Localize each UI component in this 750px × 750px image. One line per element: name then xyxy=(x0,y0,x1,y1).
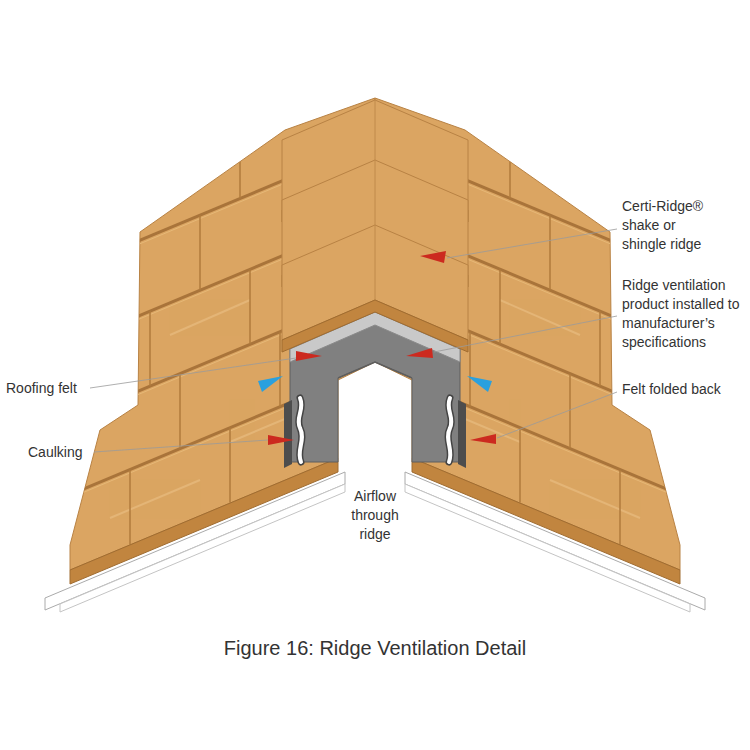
callout-label: Ridge ventilation product installed to m… xyxy=(622,276,744,352)
red-pointer xyxy=(420,251,446,263)
red-pointer xyxy=(268,435,294,445)
callout-label: Caulking xyxy=(28,443,82,462)
leader-line xyxy=(447,229,617,258)
ridge-cap-top xyxy=(282,225,468,340)
ridge-caps xyxy=(282,100,468,352)
red-pointer xyxy=(296,351,322,361)
felt-caulking-right xyxy=(448,398,466,468)
leader-lines xyxy=(90,229,617,452)
leader-line xyxy=(94,440,268,452)
figure-caption: Figure 16: Ridge Ventilation Detail xyxy=(224,636,526,660)
callout-label: Roofing felt xyxy=(6,379,77,398)
ridge-crease xyxy=(375,225,376,300)
leader-line xyxy=(434,316,617,352)
airflow-arrow xyxy=(258,376,283,392)
callout-label: Airflow through ridge xyxy=(343,487,407,544)
callout-label: Certi-Ridge® shake or shingle ridge xyxy=(622,197,718,254)
callout-label: Felt folded back xyxy=(622,380,721,399)
ridge-crease xyxy=(375,160,376,235)
felt-caulking-left xyxy=(284,398,302,468)
leader-line xyxy=(497,392,617,438)
airflow-arrow xyxy=(467,376,492,392)
ridge-cap-face xyxy=(282,300,468,352)
ridge-vent-inner-edge xyxy=(338,362,412,378)
red-pointer xyxy=(470,434,496,444)
pointer-arrows xyxy=(258,251,496,445)
red-pointer xyxy=(406,348,433,358)
